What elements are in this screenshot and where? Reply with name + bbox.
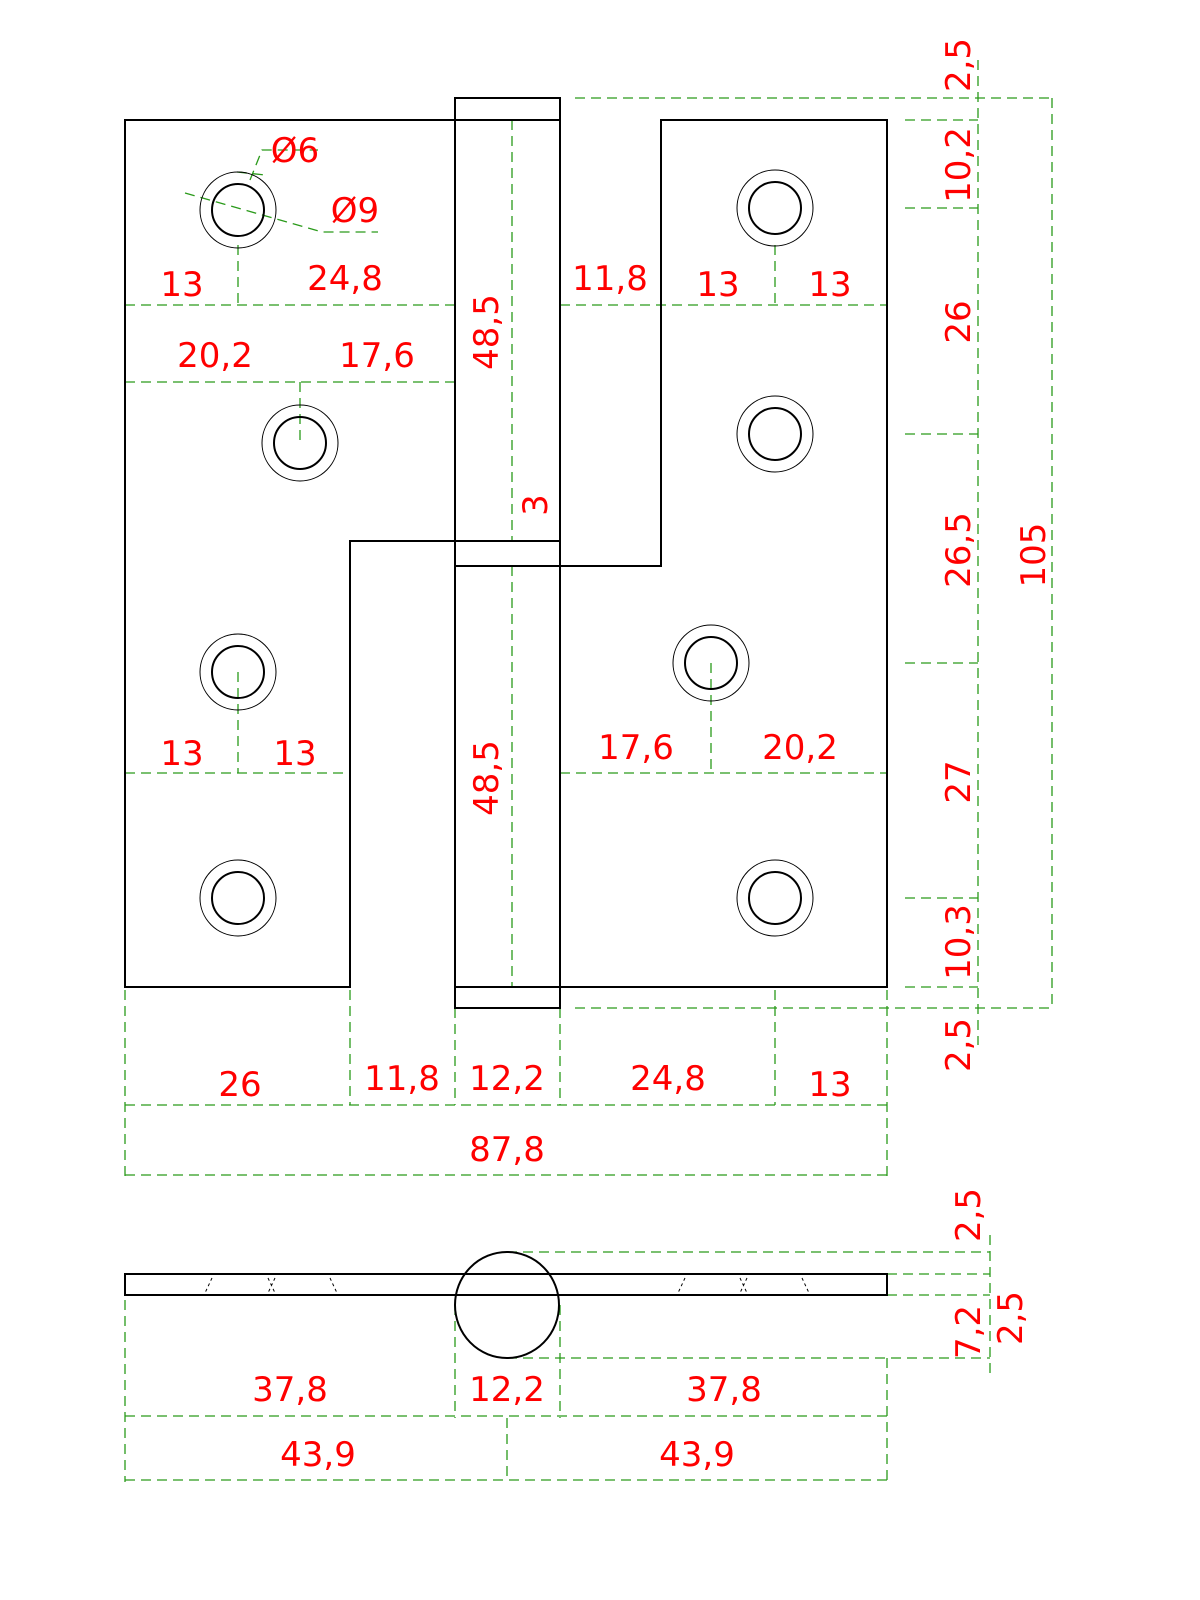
dim-label: 11,8 [364,1059,440,1099]
knuckle [454,97,561,1009]
screw-hole [261,404,339,482]
dim-label: 10,2 [939,127,979,203]
dim-label: 43,9 [659,1435,735,1475]
dim-label: 37,8 [686,1370,762,1410]
dim-label: 2,5 [939,1018,979,1072]
dim-label: 13 [273,734,316,774]
dim-label: 3 [516,494,556,516]
left-leaf [124,119,455,988]
dim-label: Ø6 [271,131,319,171]
dim-label: 26,5 [939,512,979,588]
screw-hole [736,395,814,473]
dim-label: Ø9 [331,191,379,231]
dim-label: 20,2 [177,336,253,376]
side-view [124,1251,888,1359]
leaf-strip [124,1273,888,1296]
dim-label: 17,6 [339,336,415,376]
dimension-lines [124,60,1053,1482]
dim-label: 48,5 [467,740,507,816]
dim-label: 20,2 [762,728,838,768]
dim-label: 24,8 [307,259,383,299]
dim-label: 17,6 [598,728,674,768]
right-leaf [560,119,888,988]
screw-hole [199,171,277,249]
dim-label: 13 [160,265,203,305]
dim-label: 7,2 [949,1305,989,1359]
screw-hole [672,624,750,702]
front-view [124,97,888,1009]
dim-label: 2,5 [991,1291,1031,1345]
dim-label: 26 [218,1065,261,1105]
dim-label: 24,8 [630,1059,706,1099]
dim-label: 13 [696,265,739,305]
dim-label: 37,8 [252,1370,328,1410]
dim-label: 48,5 [467,294,507,370]
screw-hole [736,169,814,247]
dimension-labels: Ø6 Ø9 13 24,8 20,2 17,6 48,5 3 48,5 11,8… [160,38,1054,1475]
dim-label: 10,3 [939,904,979,980]
dim-label: 12,2 [469,1059,545,1099]
dim-label: 13 [808,1065,851,1105]
dim-label: 13 [808,265,851,305]
dim-label: 26 [939,300,979,343]
dim-label: 2,5 [939,38,979,92]
dim-label: 43,9 [280,1435,356,1475]
dim-label: 13 [160,734,203,774]
dim-label: 105 [1014,523,1054,588]
dim-label: 11,8 [572,259,648,299]
dim-label: 12,2 [469,1370,545,1410]
knuckle-section [454,1251,560,1359]
dim-label: 2,5 [949,1188,989,1242]
dim-label: 87,8 [469,1130,545,1170]
dim-label: 27 [939,760,979,803]
screw-hole [736,859,814,937]
screw-holes [199,169,814,937]
screw-hole [199,859,277,937]
screw-hole [199,633,277,711]
